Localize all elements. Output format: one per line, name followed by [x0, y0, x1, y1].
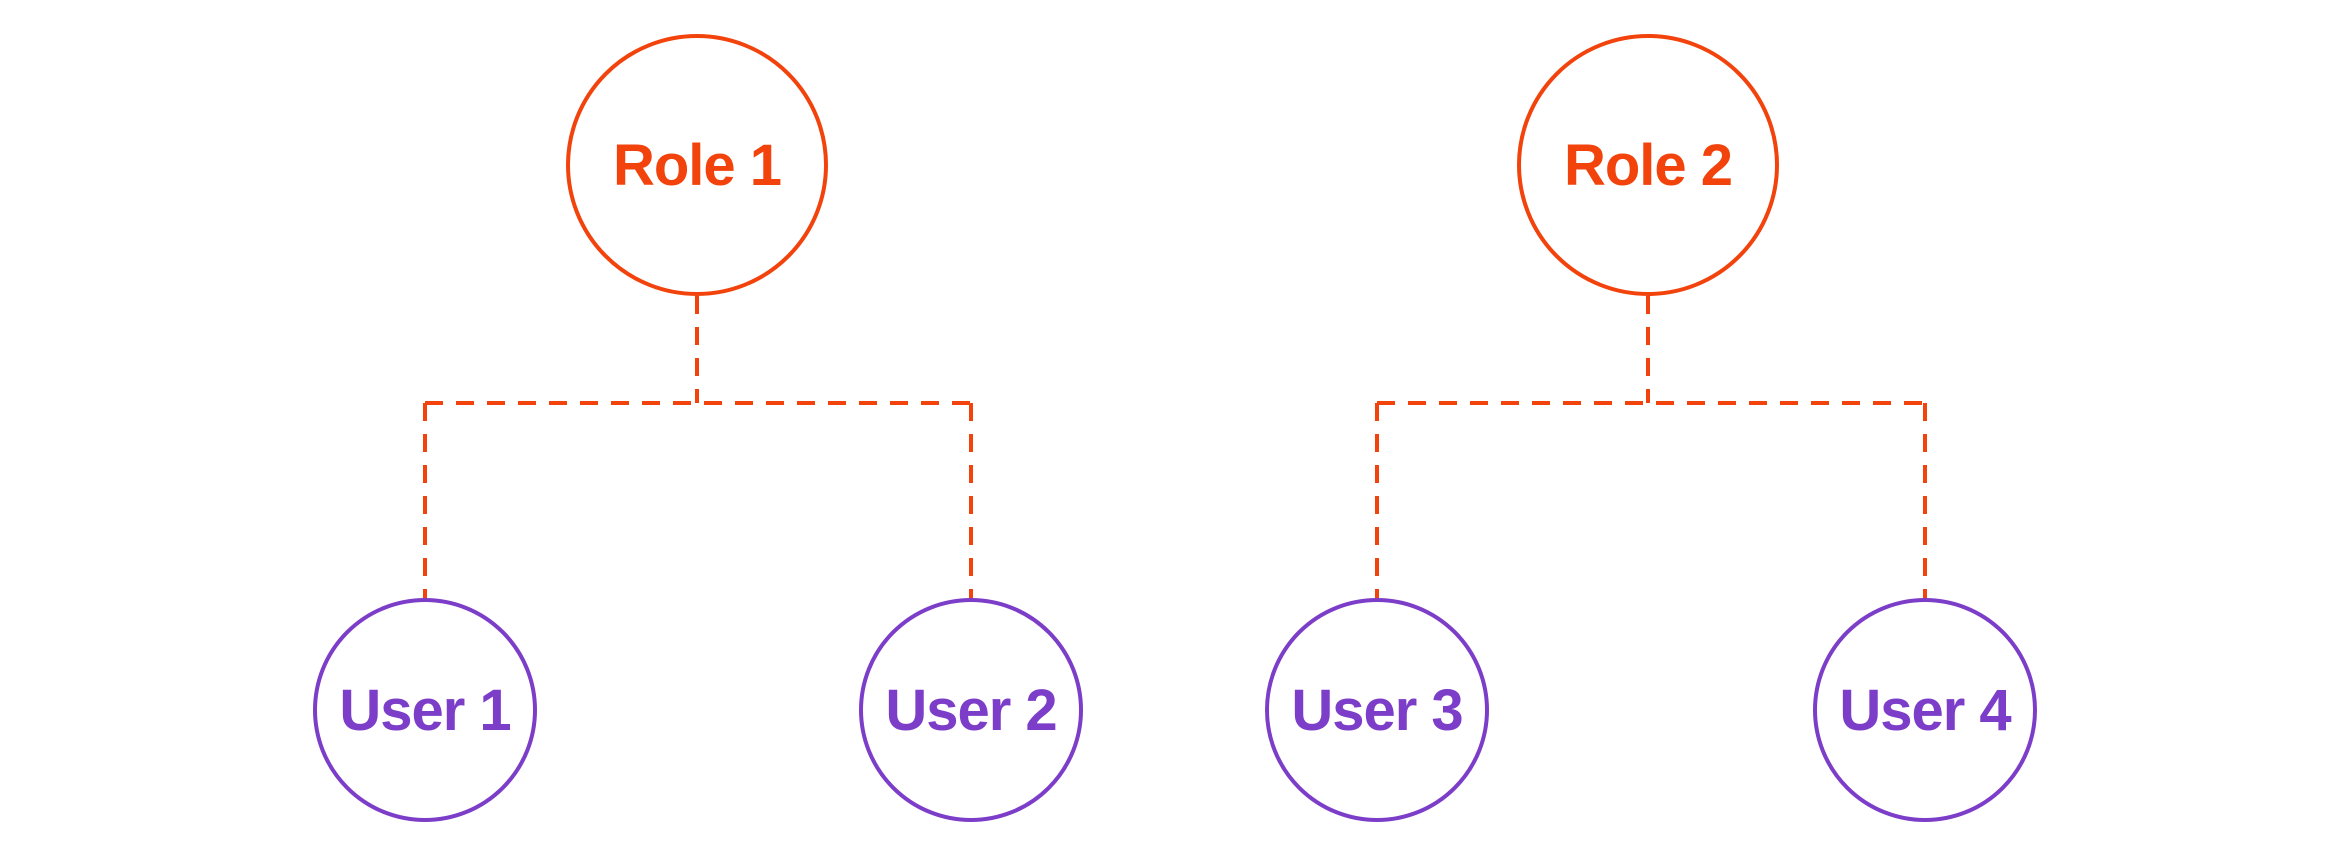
user-2-node: User 2	[859, 598, 1083, 822]
user-3-node: User 3	[1265, 598, 1489, 822]
user-1-label: User 1	[339, 677, 511, 743]
user-2-label: User 2	[885, 677, 1057, 743]
role-2-node: Role 2	[1517, 34, 1779, 296]
edge-role1-to-users	[423, 296, 973, 602]
role-1-node: Role 1	[566, 34, 828, 296]
user-4-node: User 4	[1813, 598, 2037, 822]
user-1-node: User 1	[313, 598, 537, 822]
role-1-label: Role 1	[612, 132, 782, 198]
user-3-label: User 3	[1291, 677, 1463, 743]
role-2-label: Role 2	[1563, 132, 1733, 198]
edge-role2-to-users	[1375, 296, 1927, 602]
user-4-label: User 4	[1839, 677, 2011, 743]
